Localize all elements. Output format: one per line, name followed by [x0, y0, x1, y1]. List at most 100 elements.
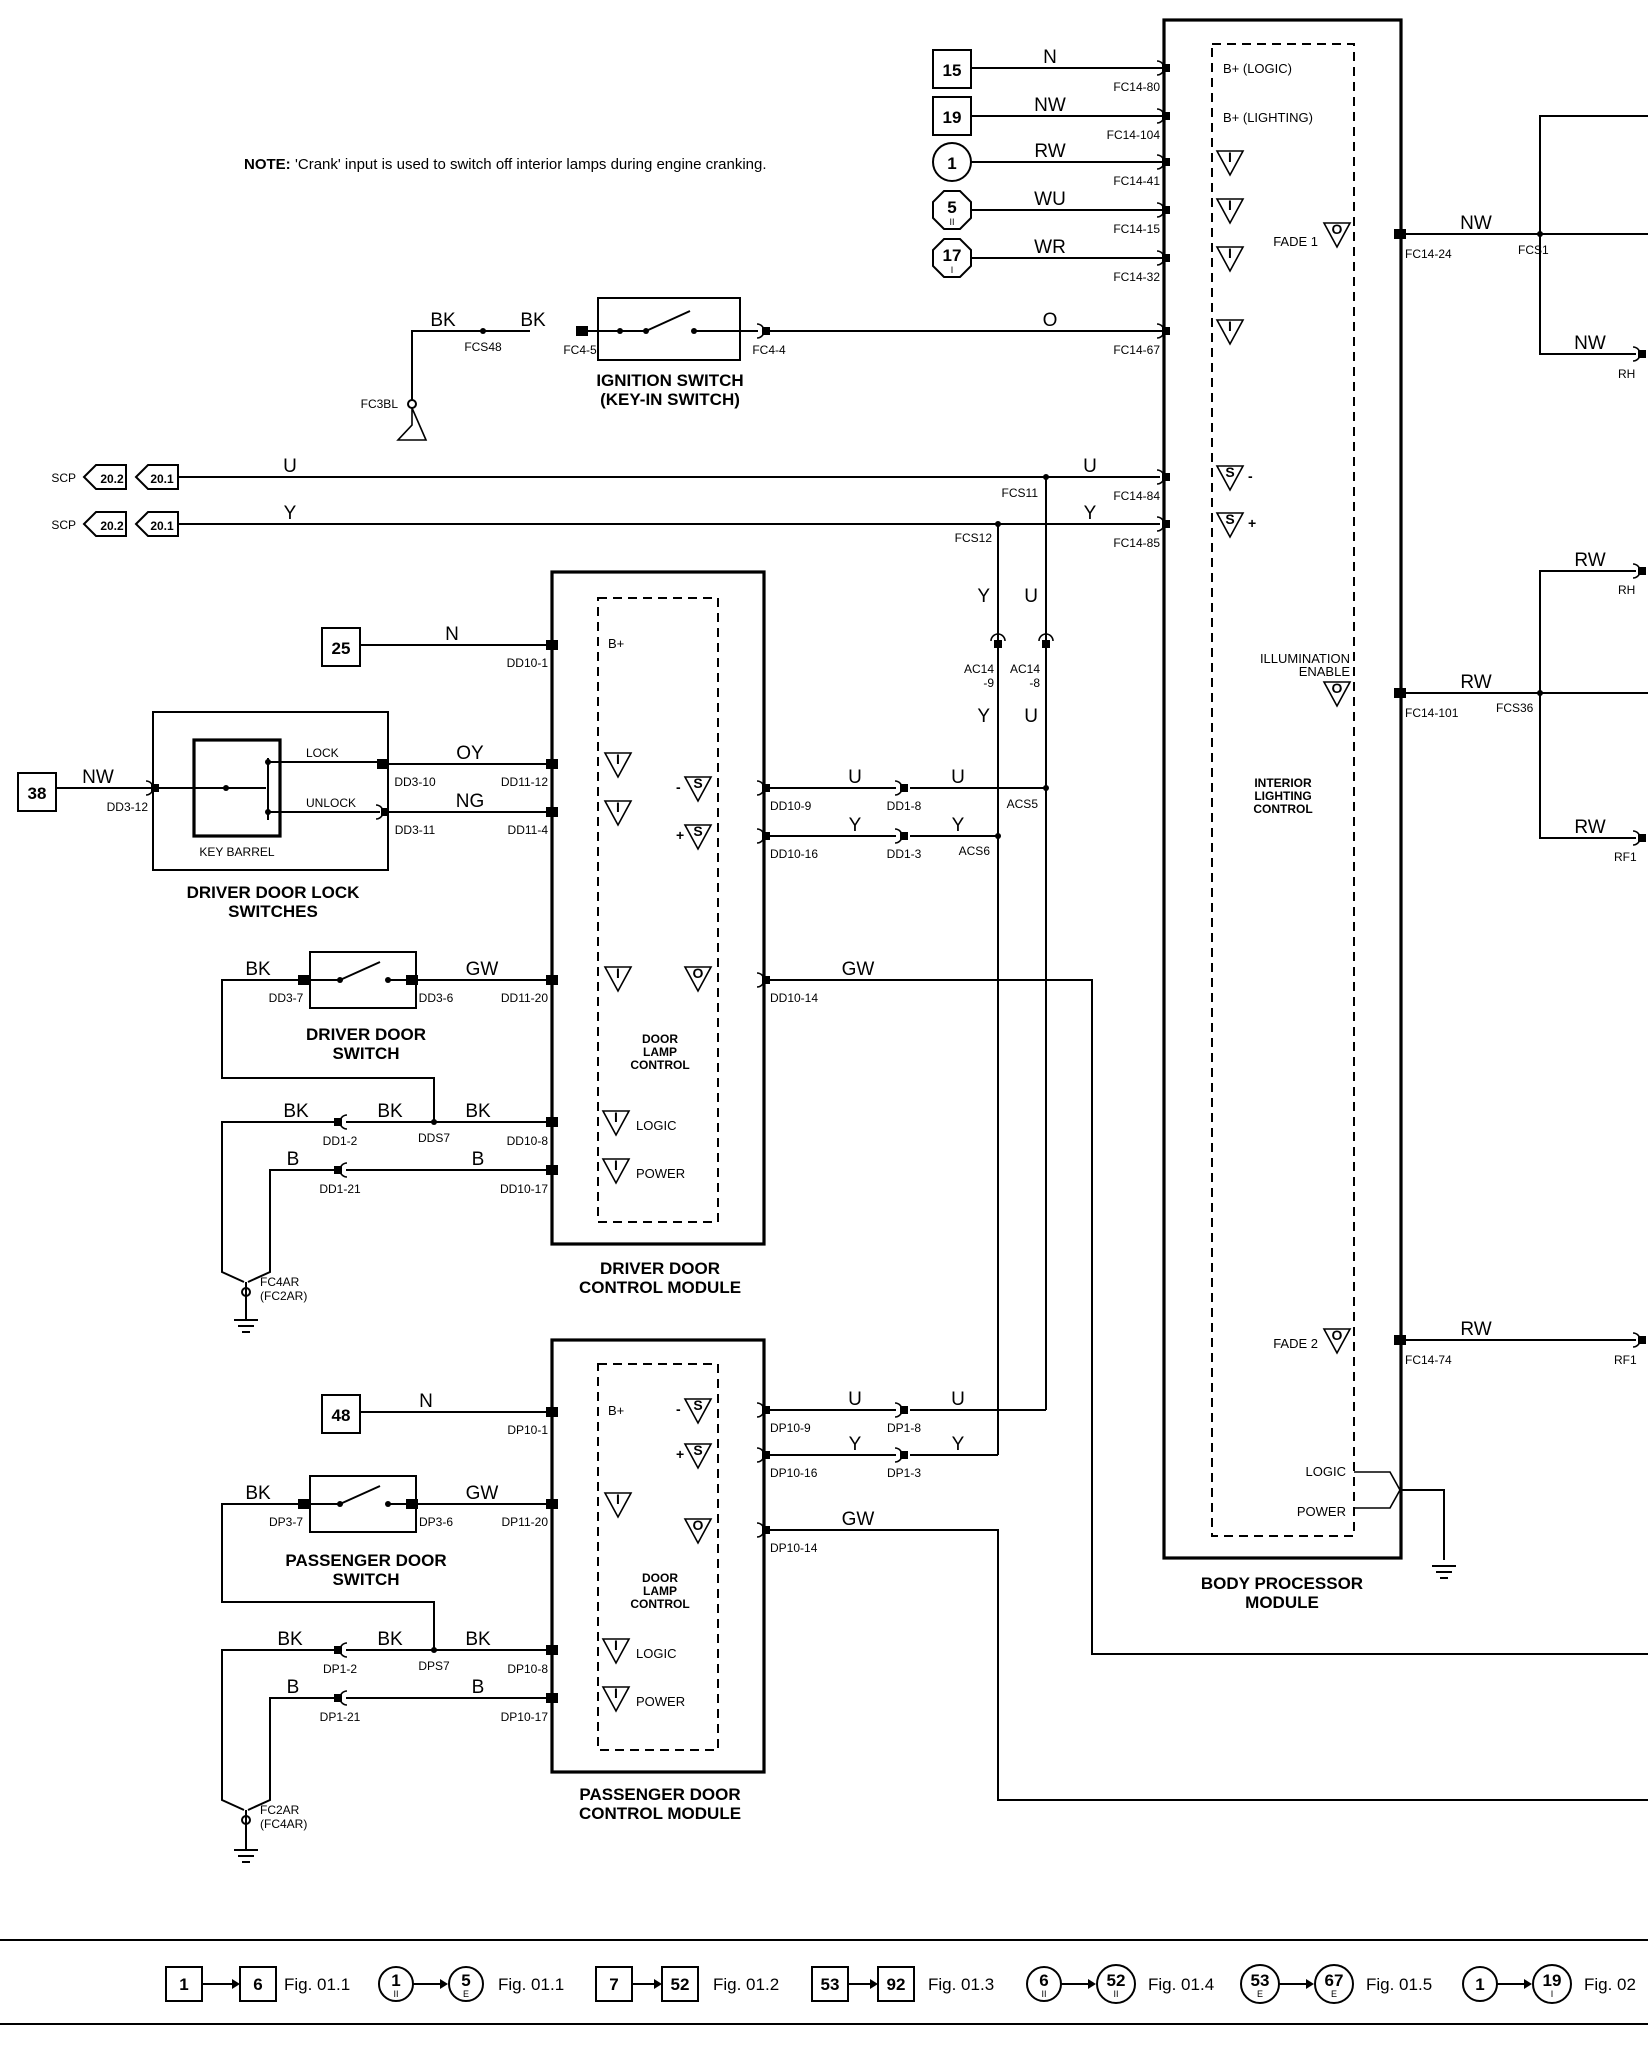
- pin-label: DD1-21: [319, 1182, 361, 1196]
- bpm-ctl-2: LIGHTING: [1254, 789, 1311, 803]
- ref-15: 15: [943, 61, 962, 80]
- connector: [333, 1114, 348, 1130]
- connector: [406, 1499, 418, 1509]
- pin-label: DD10-17: [500, 1182, 548, 1196]
- ddsw-title-2: SWITCH: [332, 1044, 399, 1063]
- pdcm-ctl-3: CONTROL: [630, 1597, 689, 1611]
- connector: [406, 975, 418, 985]
- wire-label: BK: [377, 1629, 403, 1650]
- pdcm-inner-outline: [597, 1363, 719, 1751]
- pin-label: DD10-1: [507, 656, 549, 670]
- wire-label: BK: [283, 1101, 309, 1122]
- pin-label: DD11-20: [501, 991, 548, 1005]
- pin-label: DD1-8: [887, 799, 922, 813]
- legend-to: 52: [1107, 1971, 1126, 1990]
- ref-48: 48: [332, 1406, 351, 1425]
- wire-label: GW: [842, 959, 875, 980]
- scp-a: 20.2: [100, 519, 124, 533]
- bpm-fade2: FADE 2: [1273, 1336, 1318, 1351]
- passenger-door-control-module: PASSENGER DOOR CONTROL MODULE DOOR LAMP …: [221, 1338, 1648, 1863]
- connector: [298, 1499, 310, 1509]
- wire-label: B: [472, 1677, 485, 1698]
- bpm-ctl-1: INTERIOR: [1254, 776, 1312, 790]
- wire-label: GW: [466, 1483, 499, 1504]
- wire-label: B: [287, 1149, 300, 1170]
- bpm-illum-1: ILLUMINATION: [1260, 651, 1350, 666]
- ground-point: [407, 399, 417, 409]
- pdcm-outline: [550, 1338, 766, 1774]
- wire-label: Y: [849, 1434, 862, 1455]
- pin-label: FCS36: [1496, 701, 1534, 715]
- pin-label: FC14-104: [1107, 128, 1161, 142]
- connector: [333, 1690, 348, 1706]
- bpm-ground-wire: [1400, 1489, 1445, 1560]
- legend-from: 1: [1475, 1975, 1484, 1994]
- pin-label: DD11-12: [501, 775, 548, 789]
- ground-point: [241, 1287, 251, 1297]
- wire-gw-dp-out: [770, 1529, 1648, 1801]
- wire-label: N: [419, 1391, 433, 1412]
- pin-label: FC14-32: [1113, 270, 1160, 284]
- wire-label: U: [1024, 706, 1038, 727]
- wire-label: BK: [520, 310, 546, 331]
- wire-label: U: [1083, 456, 1097, 477]
- o-sym: O: [693, 1517, 704, 1533]
- connector: [894, 828, 909, 844]
- wire-label: NW: [82, 767, 114, 788]
- bpm-fade1: FADE 1: [1273, 234, 1318, 249]
- legend-to-box: [661, 1966, 699, 2002]
- ref-box-38: [17, 772, 57, 812]
- legend-fig: Fig. 01.2: [713, 1975, 779, 1994]
- plus: +: [676, 827, 684, 843]
- minus: -: [676, 1401, 681, 1417]
- s-sym: S: [693, 823, 702, 839]
- pin-label: ACS6: [959, 844, 991, 858]
- pin-label: FC14-74: [1405, 1353, 1452, 1367]
- pin-label: -8: [1029, 676, 1040, 690]
- wire-b-gnd-p: [247, 1697, 334, 1811]
- i-sym: I: [616, 1491, 620, 1507]
- scp-tag: [82, 464, 127, 490]
- pin-label: (FC4AR): [260, 1817, 307, 1831]
- wire-label: BK: [465, 1629, 491, 1650]
- wire-label: NW: [1574, 333, 1606, 354]
- scp-bus: SCP 20.2 20.1 U U FCS11 SCP 20.2 20.1 Y …: [51, 456, 1160, 1455]
- wire-bk-dd-switch: [221, 979, 435, 1122]
- wire-label: Y: [977, 706, 990, 727]
- ddcm-outline: [550, 570, 766, 1246]
- unlock-label: UNLOCK: [306, 796, 356, 810]
- minus: -: [676, 779, 681, 795]
- pin-label: DD3-12: [107, 800, 149, 814]
- wire-bk-ignition: [411, 330, 530, 400]
- pdcm-title-1: PASSENGER DOOR: [579, 1785, 740, 1804]
- connector: [546, 807, 558, 817]
- wire-label: BK: [245, 959, 271, 980]
- legend-to-box: [877, 1966, 915, 2002]
- wire-label: U: [1024, 586, 1038, 607]
- legend-from-sub: II: [1041, 1989, 1046, 1999]
- connector: [333, 1162, 348, 1178]
- i-sym: I: [614, 1685, 618, 1701]
- legend-fig: Fig. 01.5: [1366, 1975, 1432, 1994]
- pdcm-ctl-2: LAMP: [643, 1584, 677, 1598]
- splice: [431, 1119, 437, 1125]
- wire-label: B: [287, 1677, 300, 1698]
- pin-label: FC4-4: [752, 343, 786, 357]
- pin-label: FC4AR: [260, 1275, 300, 1289]
- pdcm-title-2: CONTROL MODULE: [579, 1804, 741, 1823]
- ref-box-48: [321, 1394, 361, 1434]
- scp-a: 20.2: [100, 472, 124, 486]
- pin-label: DP1-21: [320, 1710, 361, 1724]
- wire-label: U: [283, 456, 297, 477]
- connector: [1038, 633, 1054, 642]
- ddcm-bplus: B+: [608, 636, 624, 651]
- wire-label: BK: [465, 1101, 491, 1122]
- legend-to-circle: [448, 1966, 484, 2002]
- ddcm-title-2: CONTROL MODULE: [579, 1278, 741, 1297]
- connector: [298, 975, 310, 985]
- wire-label: BK: [245, 1483, 271, 1504]
- pdsw-title-2: SWITCH: [332, 1570, 399, 1589]
- wire-label: O: [1043, 310, 1058, 331]
- i-sym: I: [614, 1109, 618, 1125]
- wire-label: WU: [1034, 189, 1066, 210]
